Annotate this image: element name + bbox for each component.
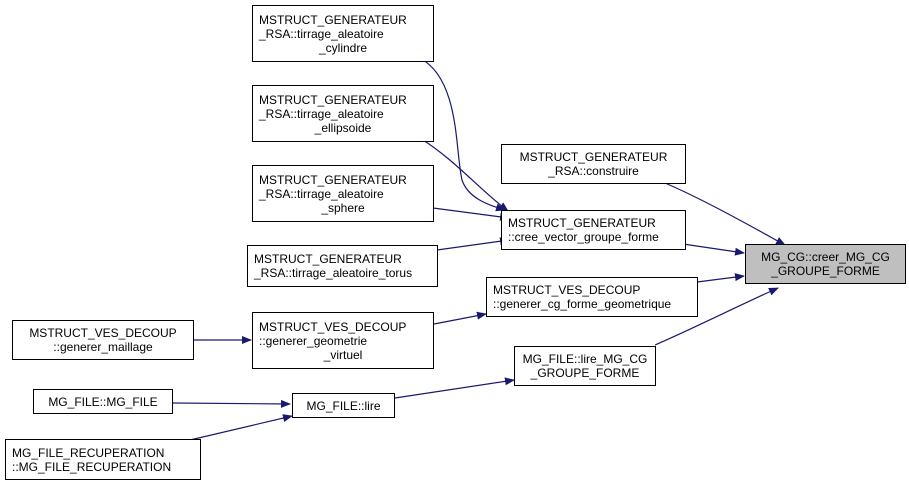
node-root-creer-mg-cg-groupe-forme: MG_CG::creer_MG_CG _GROUPE_FORME (745, 244, 906, 284)
edge-recuperation-to-lire (189, 414, 293, 441)
node-line: MSTRUCT_VES_DECOUP (29, 326, 177, 340)
edge-construire-to-root (664, 182, 786, 246)
node-line: _GROUPE_FORME (530, 366, 640, 380)
node-tirrage-aleatoire-ellipsoide[interactable]: MSTRUCT_GENERATEUR _RSA::tirrage_aleatoi… (252, 85, 434, 142)
node-line: ::generer_maillage (53, 340, 153, 354)
node-tirrage-aleatoire-torus[interactable]: MSTRUCT_GENERATEUR _RSA::tirrage_aleatoi… (247, 245, 438, 287)
node-line: ::MG_FILE_RECUPERATION (12, 459, 172, 474)
node-line: MG_FILE_RECUPERATION (12, 445, 165, 460)
node-line: MSTRUCT_VES_DECOUP (493, 283, 641, 297)
node-line: MSTRUCT_VES_DECOUP (259, 319, 407, 334)
edge-mg-file-to-lire (172, 399, 291, 408)
edge-lire-mg-cg-to-root (654, 287, 779, 346)
node-mg-file-recuperation[interactable]: MG_FILE_RECUPERATION ::MG_FILE_RECUPERAT… (5, 439, 201, 480)
edge-sphere-to-cree-vector (432, 207, 510, 221)
node-line: _RSA::tirrage_aleatoire_torus (254, 266, 413, 280)
node-line: _RSA::tirrage_aleatoire (259, 106, 384, 121)
node-line: MG_CG::creer_MG_CG (761, 250, 890, 264)
node-line: _RSA::construire (548, 164, 639, 178)
node-line: MSTRUCT_GENERATEUR (259, 92, 407, 107)
edge-cylindre-to-cree-vector (419, 57, 506, 212)
node-line: MSTRUCT_GENERATEUR (254, 252, 402, 266)
node-line: ::generer_cg_forme_geometrique (493, 297, 672, 311)
node-line: _GROUPE_FORME (771, 264, 880, 278)
node-mg-file-constructor[interactable]: MG_FILE::MG_FILE (33, 389, 173, 414)
node-line: MG_FILE::lire (306, 398, 381, 413)
node-line: _virtuel (323, 347, 363, 362)
node-line: MSTRUCT_GENERATEUR (508, 216, 656, 230)
node-line: _cylindre (318, 40, 368, 55)
node-lire-mg-cg-groupe-forme[interactable]: MG_FILE::lire_MG_CG _GROUPE_FORME (514, 346, 656, 386)
node-tirrage-aleatoire-cylindre[interactable]: MSTRUCT_GENERATEUR _RSA::tirrage_aleatoi… (252, 5, 434, 62)
node-line: MSTRUCT_GENERATEUR (519, 150, 668, 164)
node-construire[interactable]: MSTRUCT_GENERATEUR _RSA::construire (501, 144, 686, 184)
node-line: ::generer_geometrie (259, 333, 368, 348)
edge-torus-to-cree-vector (436, 237, 510, 251)
edge-cree-vector-to-root (682, 243, 745, 256)
node-cree-vector-groupe-forme[interactable]: MSTRUCT_GENERATEUR ::cree_vector_groupe_… (501, 210, 686, 250)
node-mg-file-lire[interactable]: MG_FILE::lire (292, 393, 395, 418)
node-generer-geometrie-virtuel[interactable]: MSTRUCT_VES_DECOUP ::generer_geometrie _… (252, 312, 434, 369)
edge-ellipsoide-to-cree-vector (419, 137, 509, 212)
node-line: MSTRUCT_GENERATEUR (259, 172, 407, 187)
node-line: _sphere (321, 200, 365, 215)
node-line: _RSA::tirrage_aleatoire (259, 26, 384, 41)
node-generer-cg-forme-geometrique[interactable]: MSTRUCT_VES_DECOUP ::generer_cg_forme_ge… (486, 277, 698, 317)
edge-lire-to-lire-mg-cg (394, 377, 515, 399)
edge-generer-cg-to-root (696, 273, 745, 283)
node-line: _ellipsoide (314, 120, 372, 135)
node-generer-maillage[interactable]: MSTRUCT_VES_DECOUP ::generer_maillage (12, 320, 194, 360)
edge-generer-geometrie-to-generer-cg (433, 311, 487, 325)
node-line: _RSA::tirrage_aleatoire (259, 186, 384, 201)
node-line: MG_FILE::lire_MG_CG (522, 352, 648, 366)
node-tirrage-aleatoire-sphere[interactable]: MSTRUCT_GENERATEUR _RSA::tirrage_aleatoi… (252, 165, 434, 222)
node-line: ::cree_vector_groupe_forme (508, 230, 659, 244)
node-line: MSTRUCT_GENERATEUR (259, 12, 407, 27)
node-line: MG_FILE::MG_FILE (48, 394, 158, 409)
